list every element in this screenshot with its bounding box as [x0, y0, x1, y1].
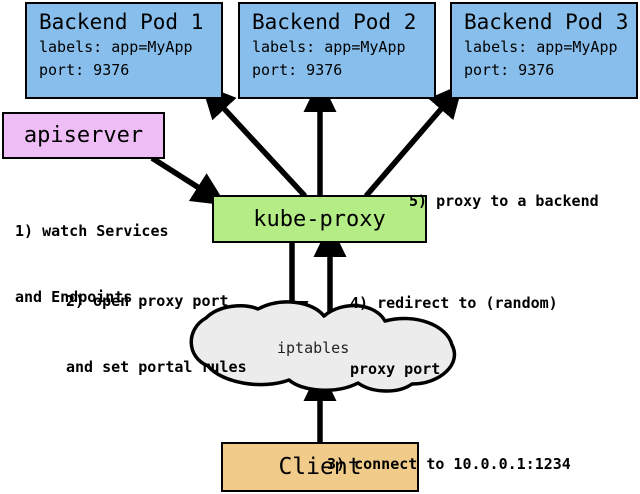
backend-pod-1-title: Backend Pod 1: [39, 10, 204, 34]
backend-pod-3[interactable]: Backend Pod 3 labels: app=MyApp port: 93…: [450, 2, 638, 99]
kube-proxy-node[interactable]: kube-proxy: [212, 195, 427, 243]
backend-pod-2-title: Backend Pod 2: [252, 10, 417, 34]
step-3-line-1: 3) connect to 10.0.0.1:1234: [327, 455, 571, 473]
kube-proxy-label: kube-proxy: [253, 206, 386, 232]
backend-pod-3-title: Backend Pod 3: [464, 10, 629, 34]
backend-pod-1-labels: labels: app=MyApp: [39, 38, 193, 56]
backend-pod-1[interactable]: Backend Pod 1 labels: app=MyApp port: 93…: [25, 2, 223, 99]
backend-pod-2[interactable]: Backend Pod 2 labels: app=MyApp port: 93…: [238, 2, 436, 99]
apiserver-node[interactable]: apiserver: [2, 112, 165, 159]
client-node[interactable]: Client: [221, 442, 419, 492]
backend-pod-3-port: port: 9376: [464, 61, 555, 79]
arrow-kubeproxy-to-pod1: [201, 84, 308, 198]
step-4-annotation: 4) redirect to (random) proxy port: [350, 248, 558, 424]
arrow-apiserver-to-kubeproxy: [150, 155, 227, 206]
backend-pod-3-labels: labels: app=MyApp: [464, 38, 618, 56]
arrow-kubeproxy-to-pod3: [363, 83, 464, 198]
client-label: Client: [278, 454, 362, 480]
step-1-line-2: and Endpoints: [15, 288, 133, 306]
step-2-line-2: and set portal rules: [66, 358, 247, 376]
step-4-line-1: 4) redirect to (random): [350, 294, 558, 312]
backend-pod-1-port: port: 9376: [39, 61, 130, 79]
step-5-line-1: 5) proxy to a backend: [409, 192, 599, 210]
apiserver-label: apiserver: [23, 123, 144, 148]
backend-pod-2-labels: labels: app=MyApp: [252, 38, 406, 56]
step-2-line-1: 2) open proxy port: [66, 292, 229, 310]
step-5-annotation: 5) proxy to a backend: [409, 146, 599, 256]
step-3-annotation: 3) connect to 10.0.0.1:1234: [327, 409, 571, 494]
step-1-line-1: 1) watch Services: [15, 222, 169, 240]
step-2-annotation: 2) open proxy port and set portal rules: [66, 246, 247, 422]
backend-pod-2-port: port: 9376: [252, 61, 343, 79]
iptables-label: iptables: [277, 339, 350, 357]
step-4-line-2: proxy port: [350, 360, 441, 378]
step-1-annotation: 1) watch Services and Endpoints: [15, 176, 169, 352]
